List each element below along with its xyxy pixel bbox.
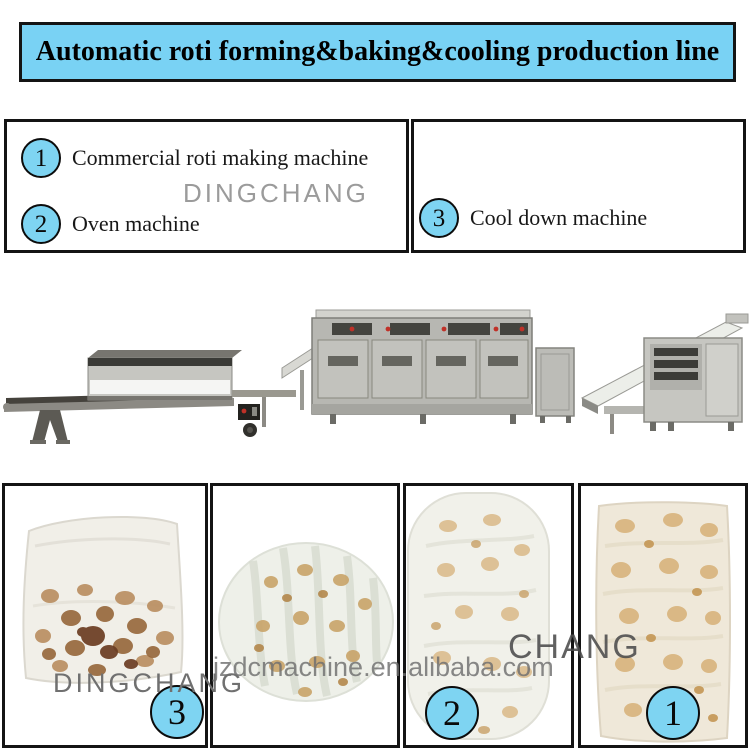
oven-outfeed-drawing	[281, 345, 317, 410]
legend-right-box: 3 Cool down machine	[411, 119, 746, 253]
photo-marker-3: 3	[150, 685, 204, 739]
step-2-badge: 2	[21, 204, 61, 244]
legend-left-box: 1 Commercial roti making machine DINGCHA…	[4, 119, 409, 253]
photo-marker-2: 2	[425, 686, 479, 740]
legend-label-3: Cool down machine	[470, 205, 648, 230]
roti-making-machine-drawing	[580, 313, 749, 434]
title-banner: Automatic roti forming&baking&cooling pr…	[19, 22, 736, 82]
bread-photo-round	[210, 483, 400, 748]
cool-down-machine-drawing	[3, 350, 296, 444]
legend-item-1: 1 Commercial roti making machine	[21, 138, 368, 178]
marker-2-number: 2	[443, 693, 461, 733]
production-line-drawing	[3, 309, 749, 444]
bread-photo-oval	[403, 483, 574, 748]
production-line-photo: jzdcmachine.en.alibaba.com CHANG 3 2 1	[0, 290, 750, 740]
legend-item-3: 3 Cool down machine	[419, 198, 647, 238]
step-2-number: 2	[34, 210, 48, 238]
legend-label-1: Commercial roti making machine	[72, 145, 369, 170]
step-1-badge: 1	[21, 138, 61, 178]
step-1-number: 1	[34, 144, 48, 172]
legend-item-2: 2 Oven machine	[21, 204, 200, 244]
marker-3-number: 3	[168, 692, 186, 732]
oven-machine-drawing	[311, 309, 533, 424]
legend-label-2: Oven machine	[72, 211, 200, 236]
page-title: Automatic roti forming&baking&cooling pr…	[35, 36, 720, 67]
watermark-chang-partial: CHANG	[508, 628, 641, 666]
watermark-alibaba-url: jzdcmachine.en.alibaba.com	[213, 652, 554, 682]
control-cabinet-drawing	[535, 347, 575, 423]
watermark-dingchang-bottom: DINGCHANG	[53, 668, 246, 698]
marker-1-number: 1	[664, 693, 682, 733]
step-3-badge: 3	[419, 198, 459, 238]
photo-marker-1: 1	[646, 686, 700, 740]
step-3-number: 3	[432, 204, 446, 232]
watermark-dingchang-legend: DINGCHANG	[183, 178, 369, 208]
